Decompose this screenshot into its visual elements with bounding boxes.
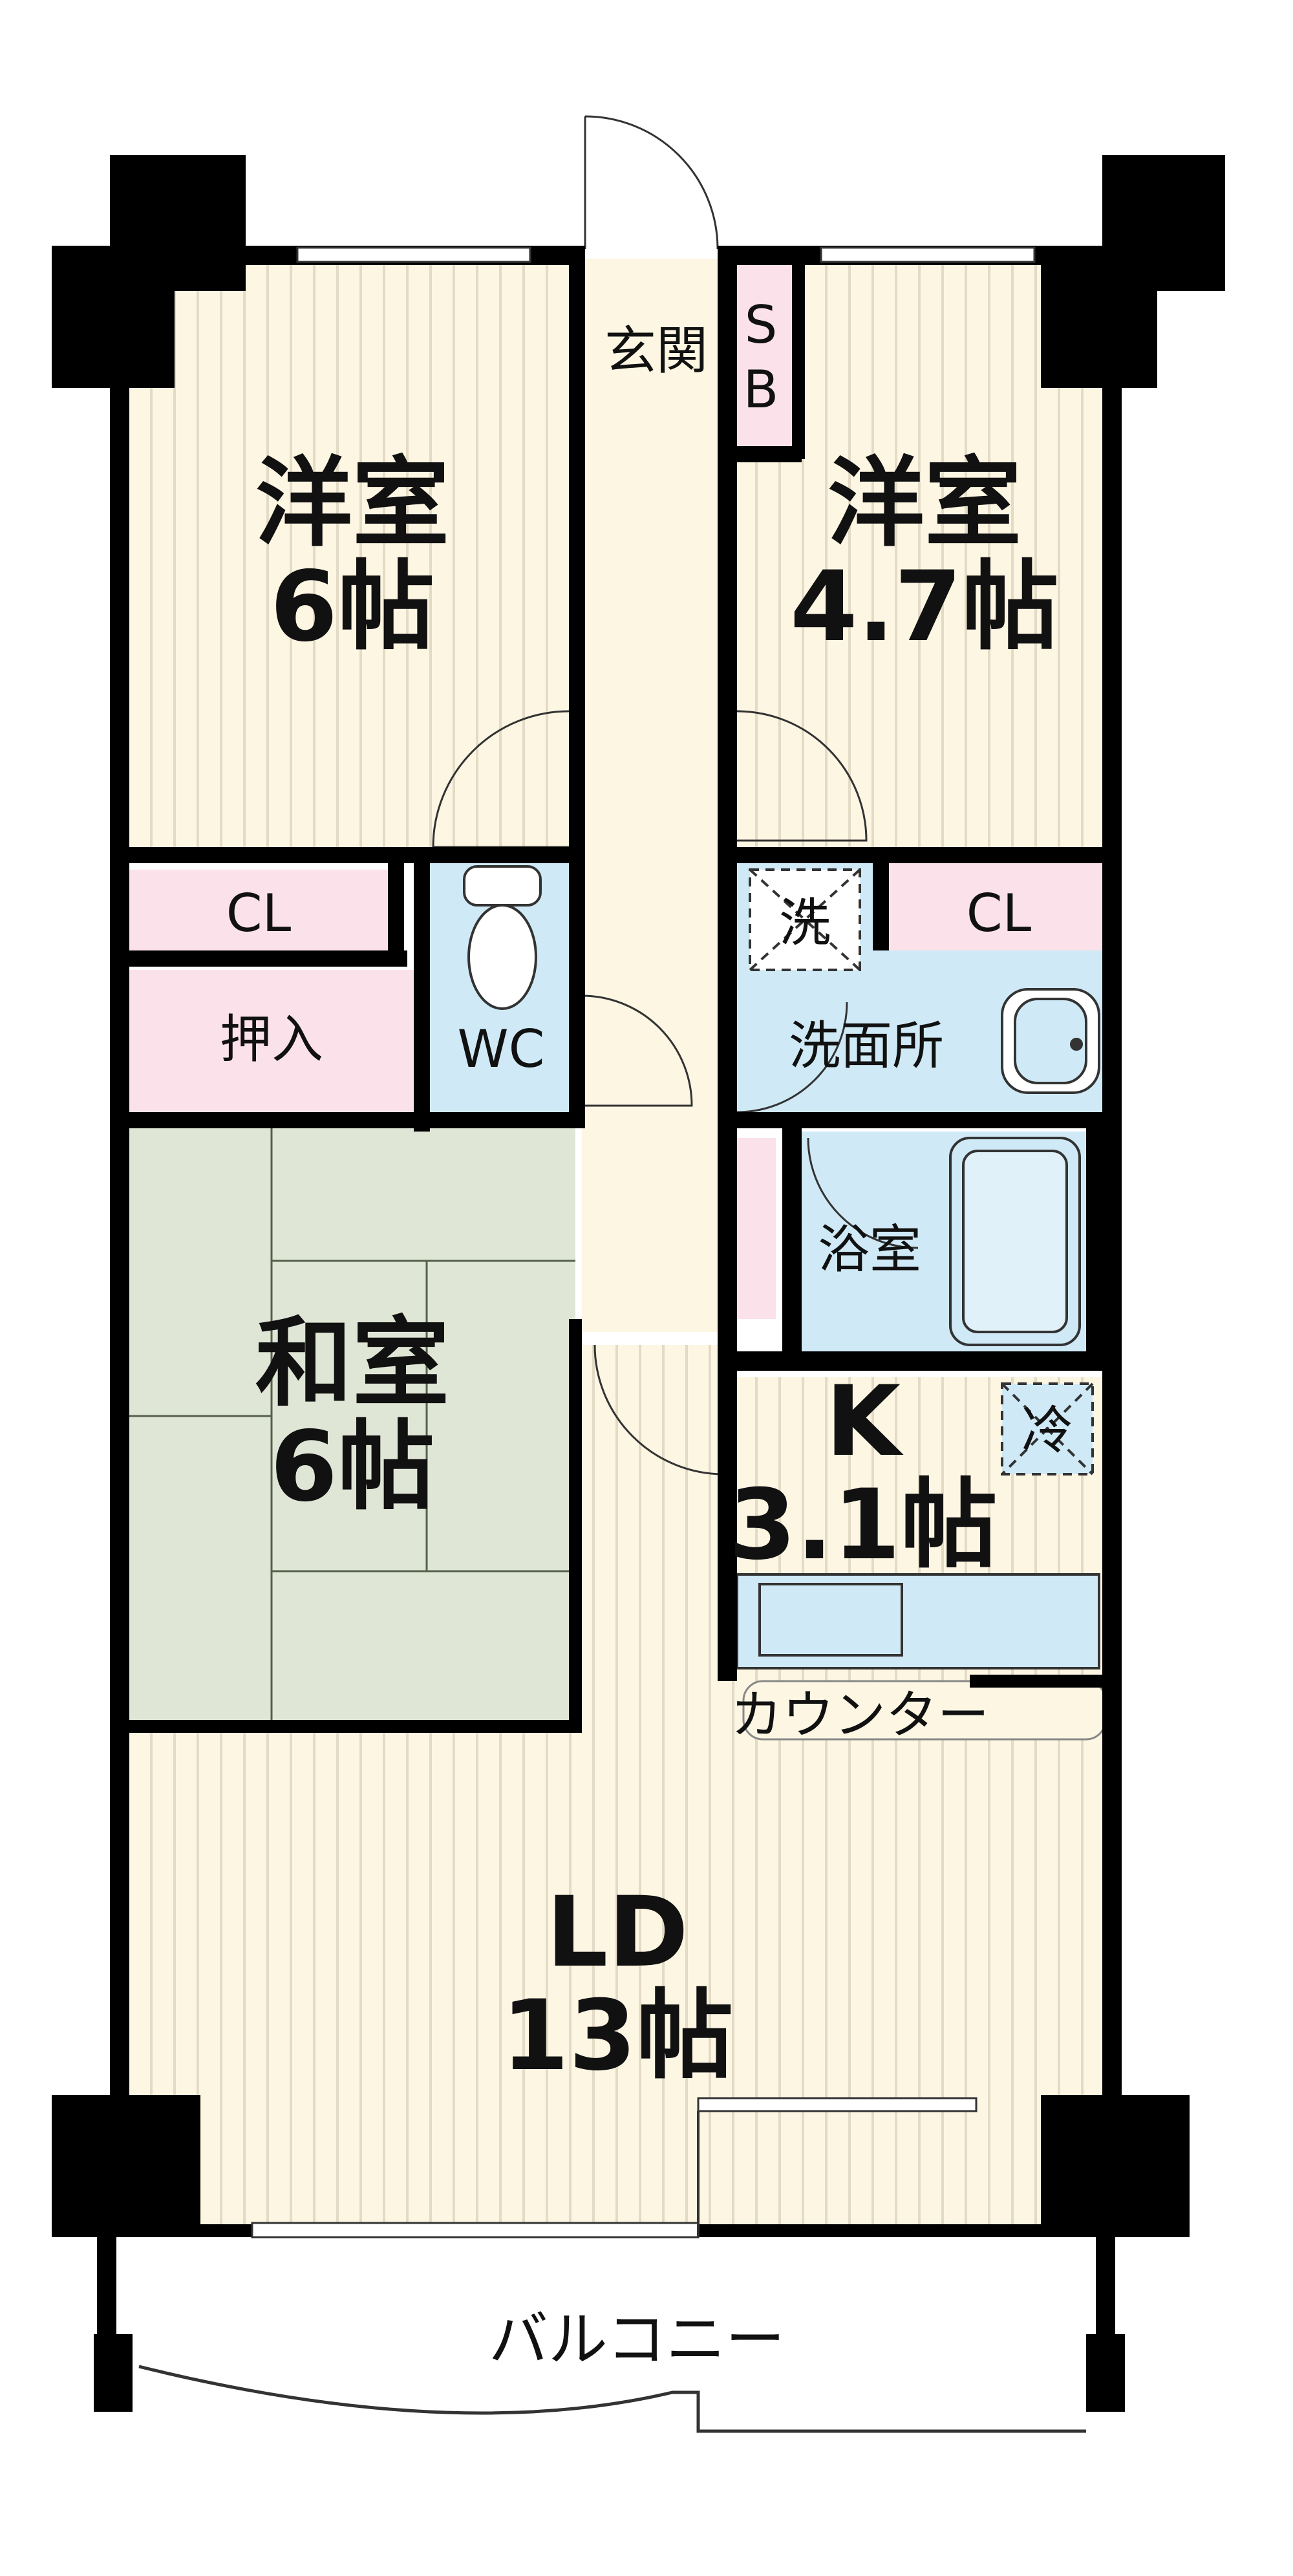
washing-machine-icon bbox=[749, 868, 861, 971]
floor-western-left bbox=[129, 259, 569, 853]
door-swings bbox=[432, 115, 919, 1476]
room-name-closet-right: CL bbox=[967, 883, 1032, 943]
floor-closet-right bbox=[889, 863, 1112, 950]
ld-door-swing bbox=[593, 1344, 725, 1476]
floor-closet-left bbox=[129, 870, 388, 950]
room-name-fridge: 冷 bbox=[1021, 1401, 1073, 1461]
room-size-western-left: 6帖 bbox=[270, 551, 434, 663]
western-right-door-swing bbox=[736, 710, 868, 842]
floor-entrance bbox=[588, 265, 724, 427]
floor-ld-upper bbox=[582, 1345, 737, 1739]
floor-oshiire bbox=[129, 970, 414, 1112]
room-name-washitsu: 和室 bbox=[255, 1307, 449, 1420]
floor-hallway bbox=[582, 259, 724, 1332]
front-door-swing bbox=[584, 115, 719, 250]
room-name-entrance: 玄関 bbox=[604, 321, 708, 381]
labels: 洋室 6帖 洋室 4.7帖 玄関 S B CL 押入 WC 洗 CL 洗面所 浴… bbox=[220, 295, 1073, 2374]
room-name-shoe-box-2: B bbox=[743, 360, 779, 420]
kitchen-counter-icon bbox=[736, 1573, 1100, 1669]
windows bbox=[251, 246, 1036, 2238]
room-name-washer: 洗 bbox=[779, 893, 831, 953]
room-name-shoe-box-1: S bbox=[745, 295, 778, 355]
room-size-washitsu: 6帖 bbox=[270, 1411, 434, 1523]
room-size-kitchen: 3.1帖 bbox=[729, 1469, 998, 1582]
room-name-western-right: 洋室 bbox=[828, 447, 1021, 560]
room-name-ld: LD bbox=[546, 1876, 689, 1989]
western-left-door-swing bbox=[432, 710, 570, 848]
floor-washitsu bbox=[129, 1125, 575, 1720]
room-name-counter: カウンター bbox=[731, 1685, 989, 1745]
room-size-ld: 13帖 bbox=[502, 1980, 734, 2092]
refrigerator-icon bbox=[1001, 1382, 1094, 1476]
washroom-door-swing bbox=[736, 1002, 848, 1113]
room-name-kitchen: K bbox=[826, 1366, 904, 1478]
room-name-closet-left: CL bbox=[226, 883, 292, 943]
room-name-wc: WC bbox=[458, 1019, 545, 1079]
bath-door-swing bbox=[807, 1137, 919, 1249]
tatami-grid bbox=[129, 1125, 575, 1720]
walls bbox=[52, 155, 1225, 2412]
room-name-washroom: 洗面所 bbox=[789, 1016, 944, 1076]
balcony-rail bbox=[138, 2365, 1086, 2433]
wc-door-swing bbox=[581, 994, 693, 1107]
room-name-oshiire: 押入 bbox=[220, 1009, 323, 1069]
room-name-balcony: バルコニー bbox=[489, 2305, 785, 2374]
floor-ld bbox=[129, 1733, 1112, 2224]
floor-hall-closet bbox=[737, 1138, 776, 1319]
room-name-bath: 浴室 bbox=[818, 1219, 921, 1280]
room-size-western-right: 4.7帖 bbox=[790, 551, 1059, 663]
bathtub-icon bbox=[949, 1137, 1081, 1346]
fixtures bbox=[463, 865, 1100, 1669]
toilet-icon bbox=[463, 865, 542, 1010]
floor-shoe-box bbox=[731, 265, 795, 453]
washbasin-icon bbox=[1001, 988, 1100, 1094]
room-name-western-left: 洋室 bbox=[255, 447, 449, 560]
